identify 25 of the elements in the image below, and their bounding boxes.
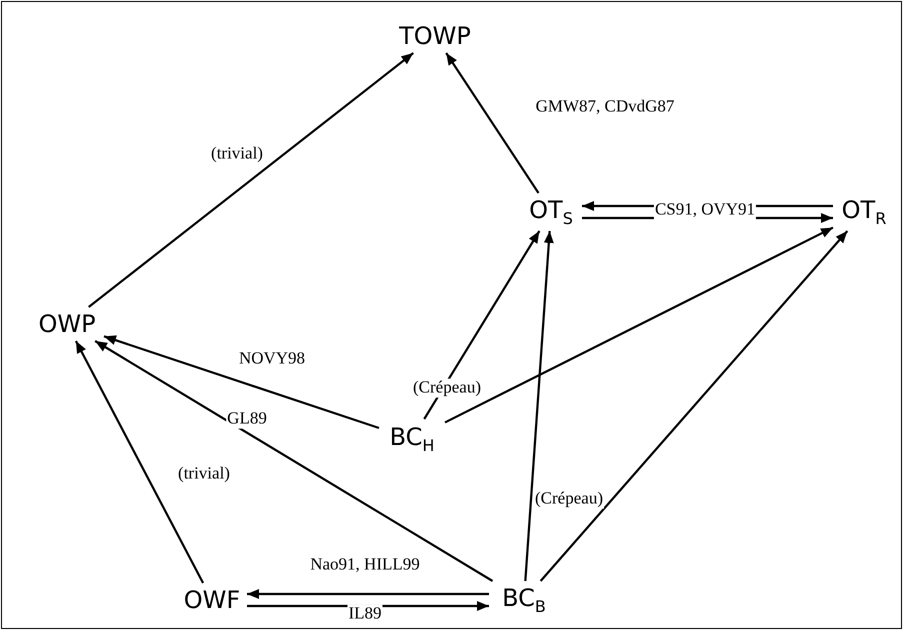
node-label: OT$_{R}$ bbox=[833, 193, 895, 231]
arrow bbox=[540, 230, 848, 582]
edge-label: Nao91, HILL99 bbox=[309, 556, 421, 574]
arrow bbox=[247, 589, 489, 599]
arrow bbox=[88, 52, 414, 308]
node-label: OT$_{S}$ bbox=[520, 193, 582, 231]
arrow bbox=[445, 52, 540, 194]
node-label: OWF bbox=[177, 583, 247, 617]
edge-label: (Crépeau) bbox=[534, 490, 604, 508]
arrow bbox=[74, 340, 204, 584]
node-label: BC$_{H}$ bbox=[379, 419, 445, 459]
node-label: BC$_{B}$ bbox=[489, 581, 559, 619]
arrow bbox=[423, 230, 540, 420]
arrow bbox=[94, 340, 494, 582]
node-label: OWP bbox=[30, 307, 104, 341]
edge-label: (trivial) bbox=[177, 464, 231, 484]
edge-label: (Crépeau) bbox=[412, 378, 482, 398]
edge-label: GL89 bbox=[226, 410, 268, 428]
edge-label: (trivial) bbox=[210, 144, 264, 164]
node-label: TOWP bbox=[394, 19, 476, 53]
arrow bbox=[444, 226, 834, 424]
edge-label: GMW87, CDvdG87 bbox=[534, 98, 676, 116]
arrow bbox=[524, 230, 554, 582]
arrow bbox=[104, 335, 380, 430]
edge-label: CS91, OVY91 bbox=[654, 200, 756, 220]
